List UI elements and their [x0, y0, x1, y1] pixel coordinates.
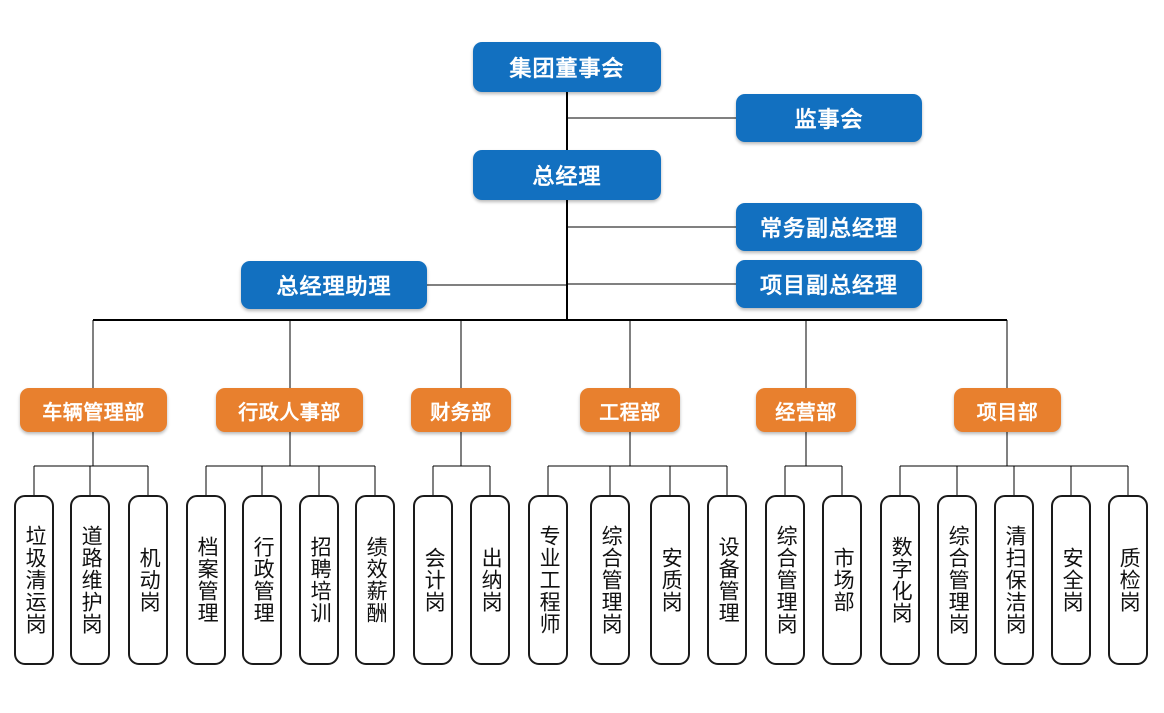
dept-node-operate[interactable]: 经营部 — [756, 388, 856, 432]
exec-node-gm-assistant[interactable]: 总经理助理 — [241, 261, 427, 309]
dept-node-vehicle[interactable]: 车辆管理部 — [20, 388, 167, 432]
position-node-waste-transport[interactable]: 垃圾清运岗 — [14, 495, 54, 665]
position-node-admin-mgmt[interactable]: 行政管理 — [242, 495, 282, 665]
dept-node-finance[interactable]: 财务部 — [411, 388, 511, 432]
exec-node-project-vp[interactable]: 项目副总经理 — [736, 260, 922, 308]
position-node-quality-check[interactable]: 质检岗 — [1108, 495, 1148, 665]
position-node-digitalization[interactable]: 数字化岗 — [880, 495, 920, 665]
position-node-perf-salary[interactable]: 绩效薪酬 — [355, 495, 395, 665]
position-node-road-maintain[interactable]: 道路维护岗 — [70, 495, 110, 665]
position-node-accounting[interactable]: 会计岗 — [413, 495, 453, 665]
position-node-mobile-duty[interactable]: 机动岗 — [128, 495, 168, 665]
position-node-eng-general[interactable]: 综合管理岗 — [590, 495, 630, 665]
exec-node-gm[interactable]: 总经理 — [473, 150, 661, 200]
dept-node-engineer[interactable]: 工程部 — [580, 388, 680, 432]
position-node-recruit-train[interactable]: 招聘培训 — [299, 495, 339, 665]
position-node-cashier[interactable]: 出纳岗 — [470, 495, 510, 665]
position-node-safety-post[interactable]: 安全岗 — [1051, 495, 1091, 665]
exec-node-supervisory[interactable]: 监事会 — [736, 94, 922, 142]
position-node-records-mgmt[interactable]: 档案管理 — [186, 495, 226, 665]
position-node-market-dept[interactable]: 市场部 — [822, 495, 862, 665]
position-node-safety-quality[interactable]: 安质岗 — [650, 495, 690, 665]
exec-node-board[interactable]: 集团董事会 — [473, 42, 661, 92]
position-node-pro-engineer[interactable]: 专业工程师 — [528, 495, 568, 665]
position-node-proj-general[interactable]: 综合管理岗 — [937, 495, 977, 665]
position-node-cleaning[interactable]: 清扫保洁岗 — [994, 495, 1034, 665]
position-node-equipment-mgmt[interactable]: 设备管理 — [707, 495, 747, 665]
position-node-op-general[interactable]: 综合管理岗 — [765, 495, 805, 665]
dept-node-project[interactable]: 项目部 — [954, 388, 1061, 432]
dept-node-admin-hr[interactable]: 行政人事部 — [216, 388, 363, 432]
exec-node-exec-vp[interactable]: 常务副总经理 — [736, 203, 922, 251]
